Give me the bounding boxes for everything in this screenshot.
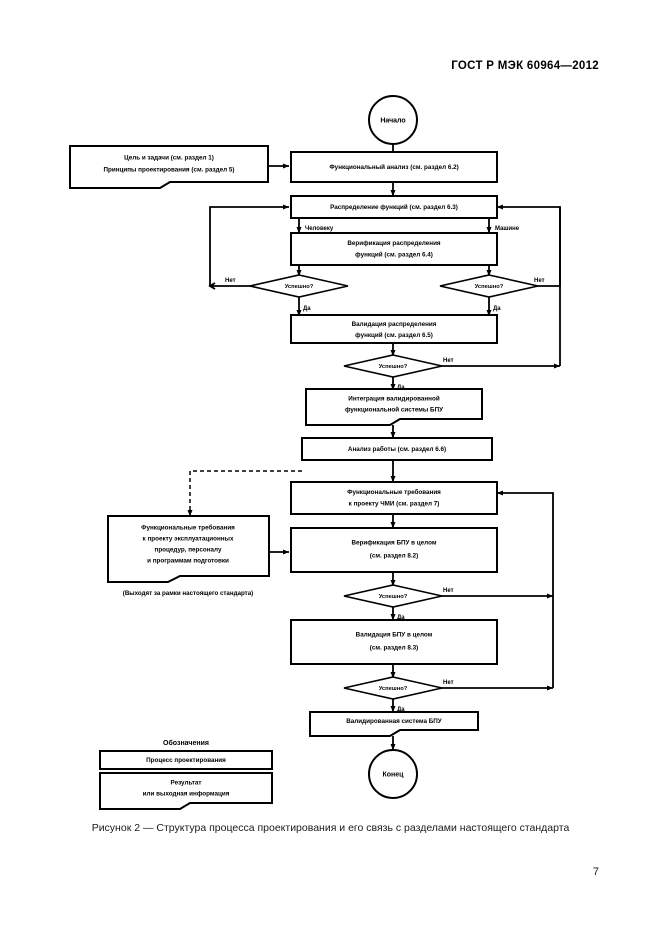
node-verification-allocation-line2: функций (см. раздел 6.4) <box>355 251 433 259</box>
node-end: Конец <box>368 749 418 799</box>
edge-label-yes-1: Да <box>303 306 311 312</box>
legend-output-line2: или выходная информация <box>143 791 230 798</box>
edge-label-no-3: Нет <box>443 358 454 364</box>
legend: Обозначения Процесс проектирования Резул… <box>99 739 273 810</box>
node-hmi-requirements-line1: Функциональные требования <box>347 488 441 496</box>
legend-output-line1: Результат <box>171 780 202 787</box>
node-validation-allocation-line2: функций (см. раздел 6.5) <box>355 331 433 339</box>
page-header: ГОСТ Р МЭК 60964—2012 <box>451 60 599 72</box>
node-operational-requirements: Функциональные требования к проекту эксп… <box>107 515 270 583</box>
right-rail-lower <box>496 490 554 688</box>
node-functional-analysis-label: Функциональный анализ (см. раздел 6.2) <box>329 163 458 171</box>
edge-label-yes-5: Да <box>397 707 405 713</box>
decision-5-label: Успешно? <box>379 686 408 692</box>
node-validation-whole-line1: Валидация БПУ в целом <box>356 632 433 639</box>
node-operational-note: (Выходят за рамки настоящего стандарта) <box>123 590 253 597</box>
node-integration: Интеграция валидированной функциональной… <box>305 388 483 426</box>
edge-d1-no-arrowhead <box>208 282 216 290</box>
edge-label-yes-4: Да <box>397 615 405 621</box>
decision-3-label: Успешно? <box>379 364 408 370</box>
node-hmi-requirements-line2: к проекту ЧМИ (см. раздел 7) <box>349 501 440 508</box>
node-operational-requirements-line2: к проекту эксплуатационных <box>143 536 234 543</box>
node-verification-whole-line2: (см. раздел 8.2) <box>370 553 418 560</box>
node-functional-analysis: Функциональный анализ (см. раздел 6.2) <box>290 151 498 183</box>
decision-2-label: Успешно? <box>475 284 504 290</box>
node-goals-line1: Цель и задачи (см. раздел 1) <box>124 155 214 162</box>
node-goals: Цель и задачи (см. раздел 1) Принципы пр… <box>69 145 269 189</box>
decision-3: Успешно? <box>343 354 443 378</box>
edge-label-human: Человеку <box>305 226 334 232</box>
figure-caption: Рисунок 2 — Структура процесса проектиро… <box>91 822 570 834</box>
node-start-label: Начало <box>380 117 405 124</box>
decision-1-label: Успешно? <box>285 284 314 290</box>
node-validation-whole-line2: (см. раздел 8.3) <box>370 645 418 652</box>
node-hmi-requirements: Функциональные требования к проекту ЧМИ … <box>290 481 498 515</box>
node-integration-line2: функциональной системы БПУ <box>345 406 443 414</box>
legend-process-label: Процесс проектирования <box>146 757 226 764</box>
node-verification-allocation-line1: Верификация распределения <box>347 240 441 247</box>
node-function-allocation: Распределение функций (см. раздел 6.3) <box>290 195 498 219</box>
node-integration-line1: Интеграция валидированной <box>348 395 440 403</box>
decision-1: Успешно? <box>249 274 349 298</box>
edge-label-yes-2: Да <box>493 306 501 312</box>
decision-4: Успешно? <box>343 584 443 608</box>
node-end-label: Конец <box>383 771 405 778</box>
edge-label-no-5: Нет <box>443 680 454 686</box>
edge-label-no-2: Нет <box>534 278 545 284</box>
node-operational-requirements-line3: процедур, персоналу <box>155 547 222 554</box>
decision-4-label: Успешно? <box>379 594 408 600</box>
node-start: Начало <box>368 95 418 145</box>
legend-title: Обозначения <box>163 739 209 747</box>
decision-5: Успешно? <box>343 676 443 700</box>
node-function-allocation-label: Распределение функций (см. раздел 6.3) <box>330 203 458 211</box>
decision-2: Успешно? <box>439 274 539 298</box>
node-work-analysis-label: Анализ работы (см. раздел 6.6) <box>348 445 446 453</box>
edge-label-no-1: Нет <box>225 278 236 284</box>
edge-label-no-4: Нет <box>443 588 454 594</box>
node-goals-line2: Принципы проектирования (см. раздел 5) <box>103 167 234 174</box>
edge-d2-no-loop <box>496 204 561 287</box>
edge-label-machine: Машине <box>495 226 520 232</box>
legend-process-shape <box>99 750 273 770</box>
flowchart-figure: Начало Цель и задачи (см. раздел 1) Прин… <box>69 95 561 810</box>
node-work-analysis: Анализ работы (см. раздел 6.6) <box>301 437 493 461</box>
node-operational-requirements-line4: и программам подготовки <box>147 558 229 565</box>
node-validated-system: Валидированная система БПУ <box>309 711 479 737</box>
legend-output-shape <box>99 772 273 810</box>
node-verification-whole: Верификация БПУ в целом (см. раздел 8.2) <box>290 527 498 573</box>
node-operational-requirements-line1: Функциональные требования <box>141 524 235 532</box>
node-validated-system-label: Валидированная система БПУ <box>346 718 442 725</box>
node-verification-allocation: Верификация распределения функций (см. р… <box>290 232 498 266</box>
edge-work-to-operational-dashed <box>187 470 302 517</box>
node-validation-whole: Валидация БПУ в целом (см. раздел 8.3) <box>290 619 498 665</box>
page-number: 7 <box>592 866 599 878</box>
node-verification-whole-line1: Верификация БПУ в целом <box>351 540 436 547</box>
node-validation-allocation-line1: Валидация распределения <box>352 321 437 328</box>
node-validation-allocation: Валидация распределения функций (см. раз… <box>290 314 498 344</box>
edge-d1-no-loop <box>209 204 290 287</box>
